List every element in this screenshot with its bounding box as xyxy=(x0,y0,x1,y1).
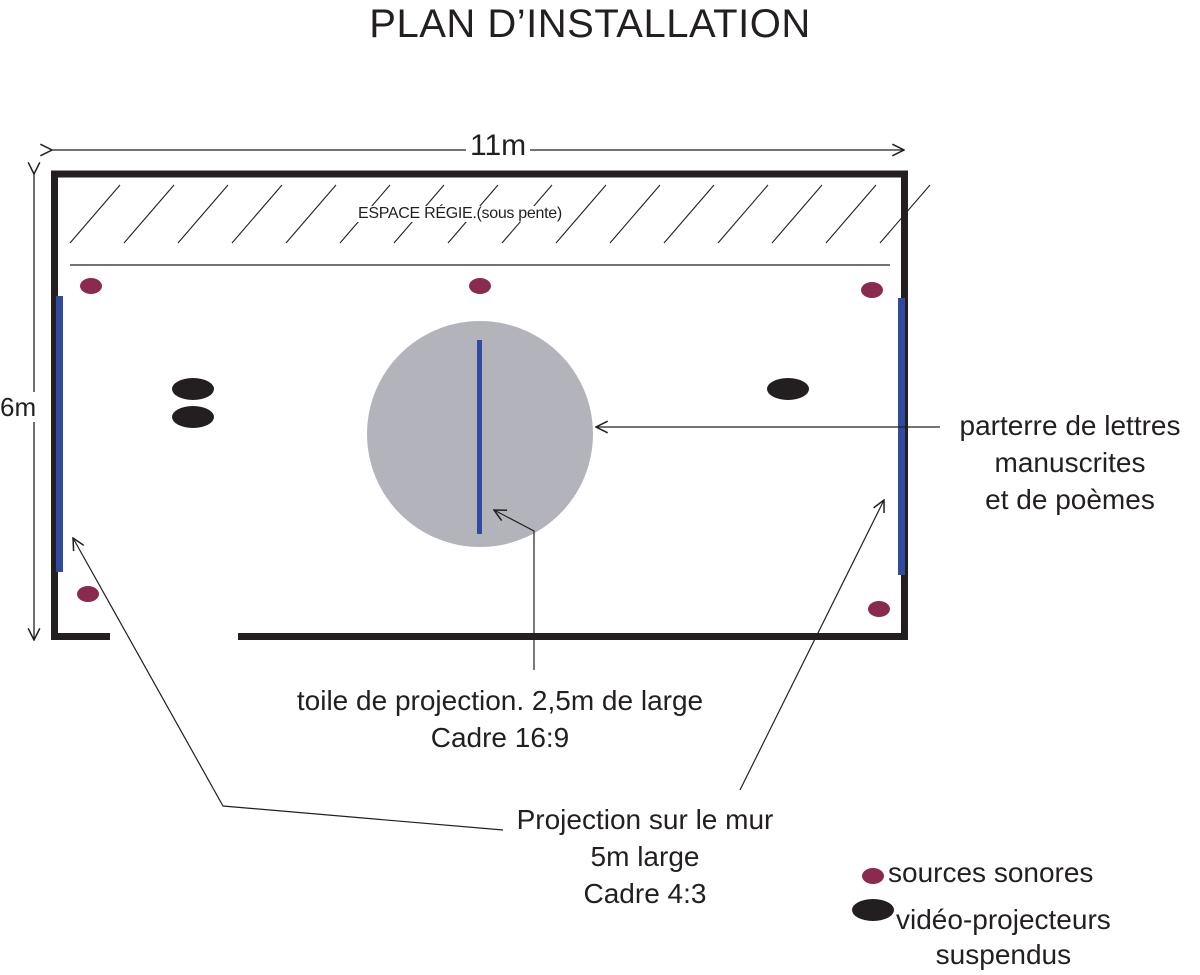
hatch-line xyxy=(69,184,121,244)
projector-right xyxy=(767,378,809,400)
toile-line-2: Cadre 16:9 xyxy=(430,721,570,753)
right-wall-projection xyxy=(898,298,905,575)
toile-annotation: toile de projection. 2,5m de large Cadre… xyxy=(260,683,740,757)
parterre-line-1: parterre de lettres xyxy=(959,410,1181,441)
projector-left-1 xyxy=(172,378,214,400)
wall-projection-annotation: Projection sur le mur 5m large Cadre 4:3 xyxy=(480,802,810,913)
legend-projectors-line-2: suspendus xyxy=(935,939,1072,970)
hatch-line xyxy=(231,184,283,244)
legend-speaker-symbol xyxy=(862,868,884,884)
central-projection-screen xyxy=(477,340,482,534)
parterre-line-2: manuscrites xyxy=(994,446,1146,478)
toile-line-1: toile de projection. 2,5m de large xyxy=(296,685,704,716)
hatch-line xyxy=(177,184,229,244)
legend-projector-symbol xyxy=(852,899,894,921)
legend-projectors-line-1: vidéo-projecteurs xyxy=(896,904,1111,935)
left-wall-projection xyxy=(56,296,63,572)
hatch-line xyxy=(771,184,823,244)
parterre-annotation: parterre de lettres manuscrites et de po… xyxy=(940,408,1200,519)
legend-projectors-label: vidéo-projecteurs suspendus xyxy=(896,902,1111,972)
speaker-top-right xyxy=(861,282,883,298)
hatch-line xyxy=(123,184,175,244)
hatch-line xyxy=(825,184,877,244)
hatch-line xyxy=(285,184,337,244)
hatch-line xyxy=(609,184,661,244)
height-dimension-label: 6m xyxy=(0,392,37,422)
mur-line-2: 5m large xyxy=(590,840,700,872)
left-wall-arrow xyxy=(73,538,504,831)
projector-left-2 xyxy=(172,406,214,428)
toile-arrow xyxy=(494,510,535,670)
legend-speakers-label: sources sonores xyxy=(888,857,1094,888)
parterre-line-3: et de poèmes xyxy=(985,483,1155,515)
speaker-bottom-right xyxy=(868,601,890,617)
speakers xyxy=(77,278,890,617)
regie-zone-label: ESPACE RÉGIE.(sous pente) xyxy=(356,205,564,222)
mur-line-3: Cadre 4:3 xyxy=(583,877,707,909)
width-dimension-label: 11m xyxy=(466,131,531,161)
leader-lines xyxy=(73,427,940,831)
plan-title: PLAN D’INSTALLATION xyxy=(369,2,811,46)
hatch-line xyxy=(717,184,769,244)
speaker-top-center xyxy=(469,278,491,294)
projectors xyxy=(172,378,809,428)
hatch-line xyxy=(555,184,607,244)
hatch-line xyxy=(663,184,715,244)
speaker-bottom-left xyxy=(77,586,99,602)
hatch-line xyxy=(879,184,931,244)
right-wall-arrow xyxy=(739,500,884,791)
speaker-top-left xyxy=(80,278,102,294)
mur-line-1: Projection sur le mur xyxy=(516,804,774,835)
